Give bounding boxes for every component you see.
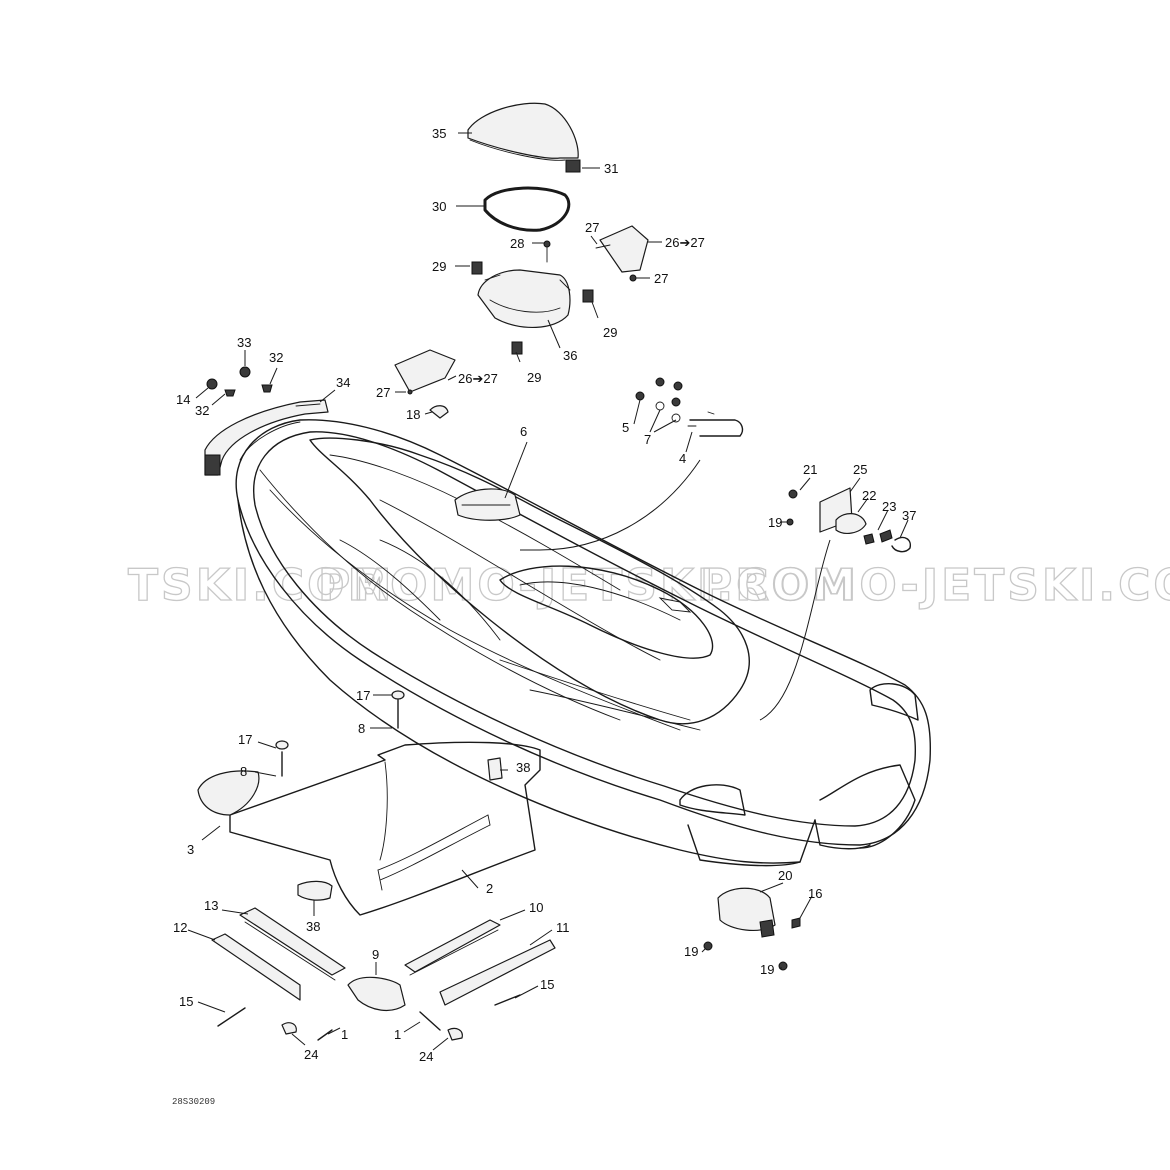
watermark-fragment-left: TSKI.COM [128,560,394,611]
callout-25: 25 [853,462,867,477]
callout-1: 1 [341,1027,348,1042]
callout-26-27: 26➔27 [458,371,498,386]
callout-28: 28 [510,236,524,251]
callout-32: 32 [269,350,283,365]
callout-19: 19 [760,962,774,977]
callout-27: 27 [654,271,668,286]
callout-22: 22 [862,488,876,503]
callout-27: 27 [376,385,390,400]
callout-29: 29 [432,259,446,274]
callout-14: 14 [176,392,190,407]
callout-18: 18 [406,407,420,422]
parts-5-7-washers [635,377,683,423]
callout-27: 27 [585,220,599,235]
parts-10-13-rails [211,907,556,1006]
callout-6: 6 [520,424,527,439]
callout-2: 2 [486,881,493,896]
callout-19: 19 [768,515,782,530]
callout-7: 7 [644,432,651,447]
callout-21: 21 [803,462,817,477]
callout-8: 8 [358,721,365,736]
part-34-bumper [204,399,329,476]
callout-29: 29 [527,370,541,385]
callout-15: 15 [540,977,554,992]
part-30-seal [483,186,571,232]
callout-26-27: 26➔27 [665,235,705,250]
parts-17-8-fasteners [275,690,405,777]
callout-24: 24 [419,1049,433,1064]
diagram-reference-code: 28S30209 [172,1097,215,1107]
callout-17: 17 [356,688,370,703]
small-fasteners-left [206,366,449,419]
callout-20: 20 [778,868,792,883]
part-3-mat-panel [197,770,260,816]
callout-29: 29 [603,325,617,340]
callout-23: 23 [882,499,896,514]
callout-19: 19 [684,944,698,959]
callout-38: 38 [306,919,320,934]
callout-37: 37 [902,508,916,523]
leader-lines [187,132,909,1051]
callout-15: 15 [179,994,193,1009]
part-35-storage-cover [467,102,579,161]
mat-logo [377,814,491,891]
callout-11: 11 [556,920,570,935]
callout-4: 4 [679,451,686,466]
hull-body-illustration [235,419,932,867]
part-28-screw [543,240,551,263]
part-26-bracket-top [595,225,649,282]
callout-17: 17 [238,732,252,747]
callout-12: 12 [173,920,187,935]
part-26-bracket-left [394,349,456,395]
part-37-tow-eye [863,529,912,553]
callout-labels: 35 31 30 27 28 26➔27 27 29 29 29 36 33 3… [173,126,916,1064]
callout-36: 36 [563,348,577,363]
part-2-footwell-mat [229,741,541,916]
part-31-latch [565,159,581,173]
callout-38: 38 [516,760,530,775]
callout-33: 33 [237,335,251,350]
callout-34: 34 [336,375,350,390]
part-22-plate [835,513,867,534]
callout-31: 31 [604,161,618,176]
callout-16: 16 [808,886,822,901]
part-9-connector [347,976,406,1012]
callout-3: 3 [187,842,194,857]
callout-30: 30 [432,199,446,214]
watermark-text-right: PROMO-JETSKI.COM [700,560,1170,611]
callout-9: 9 [372,947,379,962]
callout-10: 10 [529,900,543,915]
part-4-grab-handle [687,411,744,437]
callout-24: 24 [304,1047,318,1062]
callout-5: 5 [622,420,629,435]
part-38-decals [297,757,503,901]
callout-32: 32 [195,403,209,418]
parts-1-15-24-pins [217,994,521,1041]
callout-35: 35 [432,126,446,141]
part-20-drain-plug [703,887,801,971]
callout-13: 13 [204,898,218,913]
callout-1: 1 [394,1027,401,1042]
part-36-storage-bin [477,269,571,328]
callout-8: 8 [240,764,247,779]
